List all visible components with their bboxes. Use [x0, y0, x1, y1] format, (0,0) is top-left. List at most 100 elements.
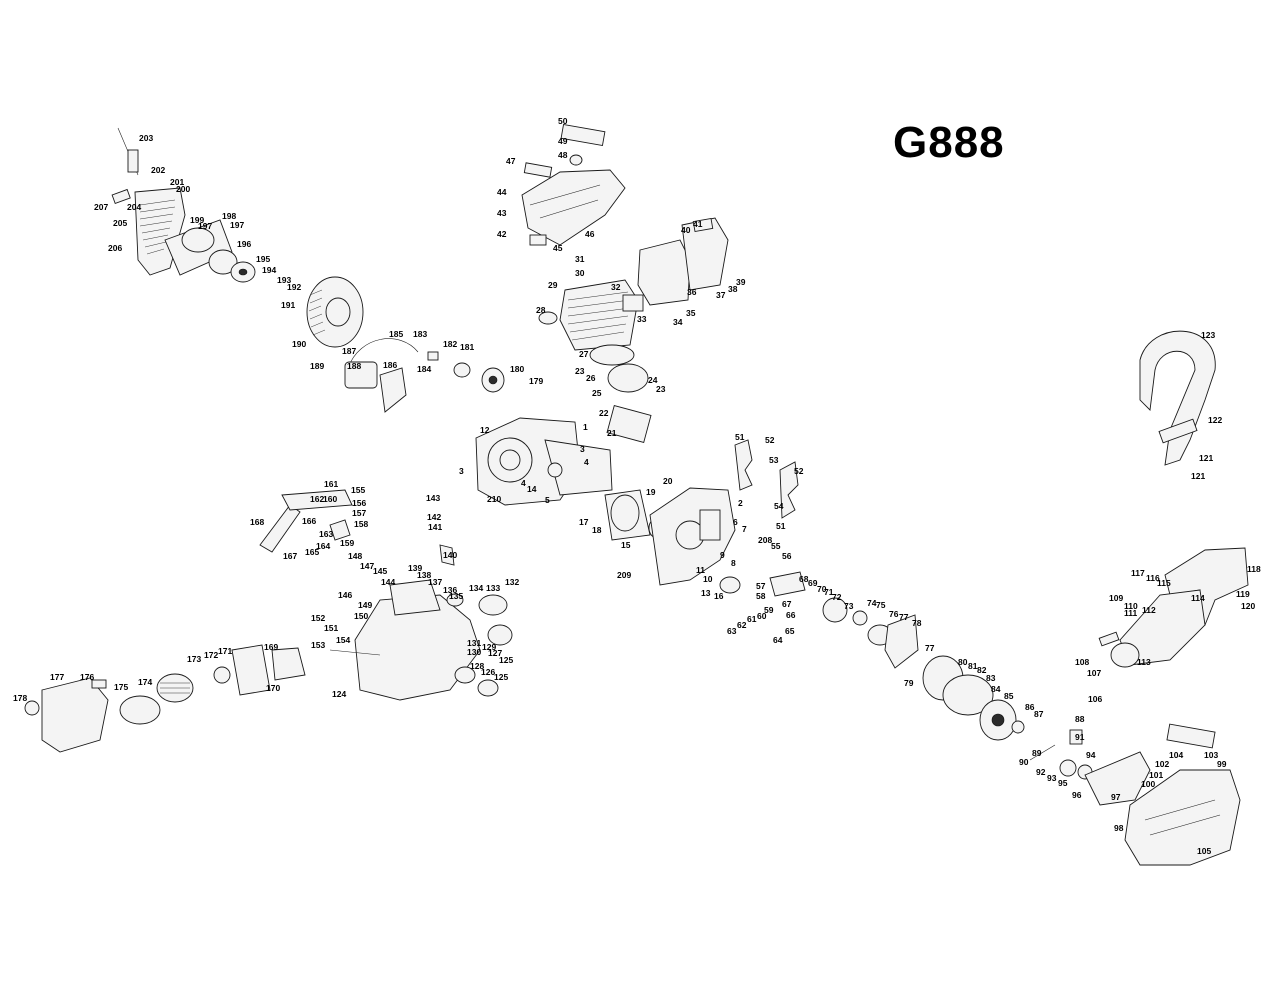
part-label: 42 [497, 229, 507, 239]
part-label: 126 [481, 667, 495, 677]
part-label: 108 [1075, 657, 1089, 667]
part-label: 178 [13, 693, 27, 703]
part-label: 129 [482, 642, 496, 652]
part-label: 25 [592, 388, 602, 398]
part-label: 179 [529, 376, 543, 386]
part-label: 181 [460, 342, 474, 352]
throttle-trigger [259, 489, 353, 553]
crankcase-right [649, 487, 736, 586]
part-label: 200 [176, 184, 190, 194]
part-label: 194 [262, 265, 276, 275]
part-label: 148 [348, 551, 362, 561]
part-label: 3 [580, 444, 585, 454]
part-label: 134 [469, 583, 483, 593]
part-label: 44 [497, 187, 507, 197]
part-label: 26 [586, 373, 596, 383]
part-label: 90 [1019, 757, 1029, 767]
part-label: 210 [487, 494, 501, 504]
part-label: 3 [459, 466, 464, 476]
part-label: 86 [1025, 702, 1035, 712]
part-label: 56 [782, 551, 792, 561]
part-label: 95 [1058, 778, 1068, 788]
part-label: 197 [198, 221, 212, 231]
part-label: 14 [527, 484, 537, 494]
part-label: 145 [373, 566, 387, 576]
part-label: 144 [381, 577, 395, 587]
part-label: 142 [427, 512, 441, 522]
muffler [622, 217, 729, 312]
part-label: 35 [686, 308, 696, 318]
part-label: 195 [256, 254, 270, 264]
part-label: 78 [912, 618, 922, 628]
part-label: 136 [443, 585, 457, 595]
part-label: 113 [1137, 657, 1151, 667]
part-label: 24 [648, 375, 658, 385]
part-label: 207 [94, 202, 108, 212]
part-label: 188 [347, 361, 361, 371]
part-label: 133 [486, 583, 500, 593]
part-label: 92 [1036, 767, 1046, 777]
part-label: 132 [505, 577, 519, 587]
part-label: 12 [480, 425, 490, 435]
part-label: 167 [283, 551, 297, 561]
part-label: 171 [218, 646, 232, 656]
part-label: 63 [727, 626, 737, 636]
part-label: 158 [354, 519, 368, 529]
part-label: 204 [127, 202, 141, 212]
part-label: 150 [354, 611, 368, 621]
part-label: 160 [323, 494, 337, 504]
part-label: 4 [584, 457, 589, 467]
part-label: 127 [488, 648, 502, 658]
part-label: 123 [1201, 330, 1215, 340]
part-label: 54 [774, 501, 784, 511]
part-label: 91 [1075, 732, 1085, 742]
part-label: 192 [287, 282, 301, 292]
part-label: 139 [408, 563, 422, 573]
part-label: 107 [1087, 668, 1101, 678]
part-label: 109 [1109, 593, 1123, 603]
part-label: 20 [663, 476, 673, 486]
part-label: 157 [352, 508, 366, 518]
air-filter [119, 673, 194, 725]
part-label: 110 [1124, 601, 1138, 611]
air-filter-cover [24, 677, 109, 753]
part-label: 197 [230, 220, 244, 230]
part-label: 98 [1114, 823, 1124, 833]
part-label: 59 [764, 605, 774, 615]
part-label: 70 [817, 584, 827, 594]
crankshaft [604, 489, 666, 541]
part-label: 103 [1204, 750, 1218, 760]
part-label: 199 [190, 215, 204, 225]
part-label: 7 [742, 524, 747, 534]
part-label: 18 [592, 525, 602, 535]
part-label: 55 [771, 541, 781, 551]
part-label: 15 [621, 540, 631, 550]
part-label: 49 [558, 136, 568, 146]
part-label: 67 [782, 599, 792, 609]
part-label: 154 [336, 635, 350, 645]
part-label: 186 [383, 360, 397, 370]
clutch [922, 655, 1025, 741]
part-label: 121 [1191, 471, 1205, 481]
part-label: 87 [1034, 709, 1044, 719]
chain-brake-cover [1084, 751, 1151, 806]
part-label: 177 [50, 672, 64, 682]
part-label: 182 [443, 339, 457, 349]
part-label: 191 [281, 300, 295, 310]
part-label: 85 [1004, 691, 1014, 701]
part-label: 93 [1047, 773, 1057, 783]
part-label: 119 [1236, 589, 1250, 599]
part-label: 130 [467, 647, 481, 657]
part-label: 206 [108, 243, 122, 253]
part-label: 65 [785, 626, 795, 636]
part-label: 38 [728, 284, 738, 294]
part-label: 106 [1088, 694, 1102, 704]
part-label: 120 [1241, 601, 1255, 611]
part-label: 121 [1199, 453, 1213, 463]
part-label: 29 [548, 280, 558, 290]
part-label: 190 [292, 339, 306, 349]
part-label: 196 [237, 239, 251, 249]
part-label: 69 [808, 578, 818, 588]
part-label: 99 [1217, 759, 1227, 769]
